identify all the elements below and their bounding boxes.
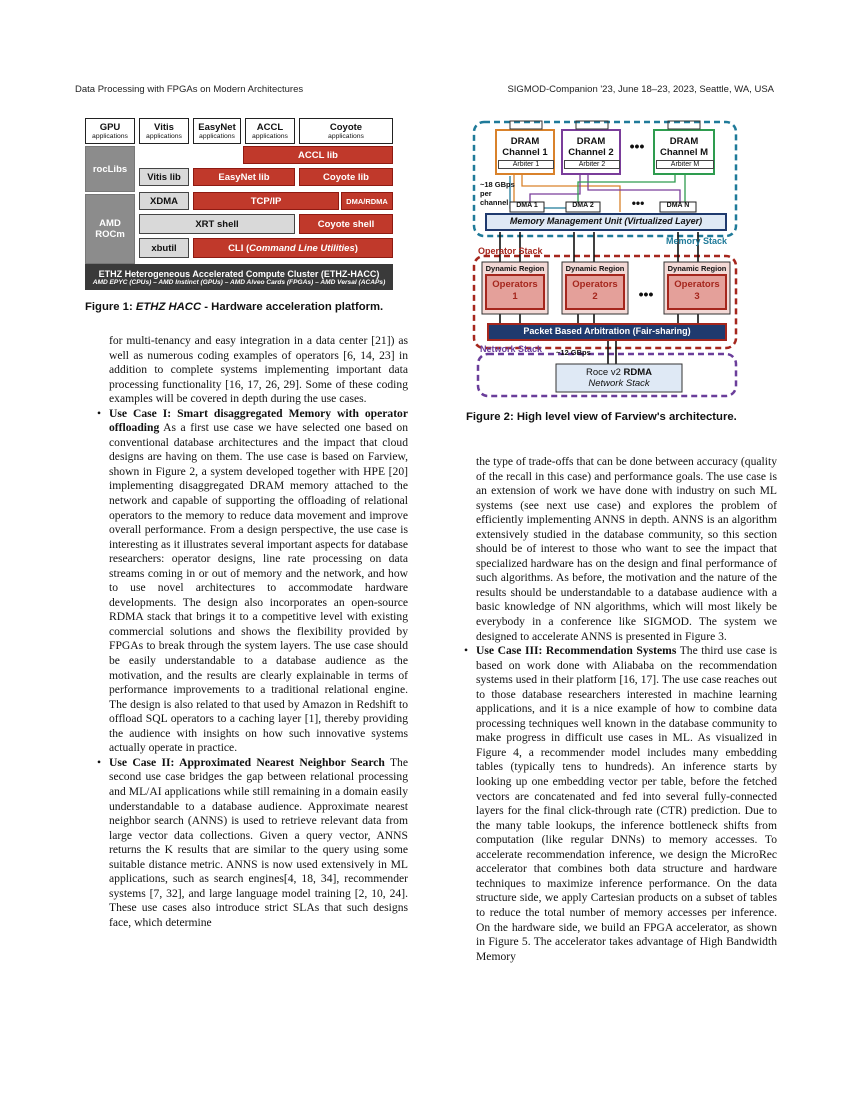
easynet-apps-sub: applications <box>199 133 235 140</box>
tcpip-box: TCP/IP <box>193 192 339 210</box>
operators-1-box <box>485 274 545 310</box>
accl-apps-sub: applications <box>252 133 288 140</box>
use-case-1-title: Use Case I: Smart disaggregated Memory w… <box>109 406 408 435</box>
vitis-lib-box: Vitis lib <box>139 168 189 186</box>
use-case-3-title: Use Case III: Recommendation Systems <box>476 644 677 658</box>
cli-box: CLI (Command Line Utilities) <box>193 238 393 258</box>
use-case-3: • Use Case III: Recommendation Systems Th… <box>464 644 777 964</box>
vitis-apps-sub: applications <box>146 133 182 140</box>
accl-apps-label: ACCL <box>256 122 284 133</box>
coyote-lib-box: Coyote lib <box>299 168 393 186</box>
network-bandwidth-label: ~12 GBps <box>556 348 591 357</box>
xbutil-box: xbutil <box>139 238 189 258</box>
arbiterm-label: Arbiter M <box>656 160 714 169</box>
operators-3-box <box>667 274 727 310</box>
dynamic-region-3-label: Dynamic Region <box>667 264 727 273</box>
bullet-icon: • <box>97 406 102 420</box>
coyote-shell-box: Coyote shell <box>299 214 393 234</box>
vitis-apps-label: Vitis <box>154 122 174 133</box>
dynamic-region-1-label: Dynamic Region <box>485 264 545 273</box>
operator-stack-label: Operator Stack <box>478 246 543 256</box>
operators-2-box <box>565 274 625 310</box>
xdma-box: XDMA <box>139 192 189 210</box>
paragraph-intro: for multi-tenancy and easy integration i… <box>109 334 408 406</box>
deman-box <box>659 201 697 213</box>
use-case-2-body: The second use case bridges the gap betw… <box>109 755 409 929</box>
gpu-apps-label: GPU <box>99 122 121 133</box>
memory-stack-outline <box>472 120 738 238</box>
gpu-apps-sub: applications <box>92 133 128 140</box>
dram-ellipsis: ••• <box>629 138 645 154</box>
deman-label: DMA N <box>666 202 690 209</box>
bullet-icon: • <box>97 755 102 769</box>
memory-stack-label: Memory Stack <box>666 236 728 246</box>
use-case-2-title: Use Case II: Approximated Nearest Neighb… <box>109 755 385 769</box>
easynet-apps-label: EasyNet <box>198 122 236 133</box>
cli-italic: Command Line Utilities <box>249 242 355 254</box>
cluster-sub: AMD EPYC (CPUs) – AMD Instinct (GPUs) – … <box>92 278 386 286</box>
cluster-box: ETHZ Heterogeneous Accelerated Compute C… <box>85 264 393 290</box>
mmu-region-arrows <box>499 232 699 368</box>
figure-2-caption: Figure 2: High level view of Farview's a… <box>466 411 737 423</box>
dma1-label: DMA 1 <box>516 202 538 209</box>
running-header-left: Data Processing with FPGAs on Modern Arc… <box>75 84 304 95</box>
dram-chip-icons <box>509 120 701 130</box>
cli-close: ) <box>354 242 358 254</box>
use-case-3-body: The third use case is based on work done… <box>476 644 777 963</box>
cli-label: CLI ( <box>228 242 250 254</box>
dma2-label: DMA 2 <box>572 202 594 209</box>
coyote-apps-sub: applications <box>328 133 364 140</box>
dma2-box <box>565 201 601 213</box>
left-column: for multi-tenancy and easy integration i… <box>97 334 409 931</box>
use-case-1-body: As a first use case we have selected one… <box>109 421 408 755</box>
operator-stack-outline <box>472 254 738 350</box>
roclibs-box: rocLibs <box>85 146 135 192</box>
running-header-right: SIGMOD-Companion '23, June 18–23, 2023, … <box>507 84 774 95</box>
bullet-icon: • <box>464 644 469 658</box>
arbiter2-label: Arbiter 2 <box>564 160 620 169</box>
dynamic-region-2-label: Dynamic Region <box>565 264 625 273</box>
farview-diagram-graphics <box>472 120 738 398</box>
figure-1-caption: Figure 1: ETHZ HACC - Hardware accelerat… <box>85 301 384 313</box>
arbiter1-label: Arbiter 1 <box>498 160 554 169</box>
mmu-box <box>485 213 727 231</box>
dma-ellipsis: ••• <box>631 196 645 210</box>
dma-rdma-box: DMA/RDMA <box>341 192 393 210</box>
paragraph-anns-continued: the type of trade-offs that can be done … <box>476 455 777 643</box>
network-stack-label: Network Stack <box>480 344 543 354</box>
network-stack-outline <box>476 352 738 398</box>
xrt-shell-box: XRT shell <box>139 214 295 234</box>
use-case-1: • Use Case I: Smart disaggregated Memory … <box>97 406 408 756</box>
mmu-label: Memory Management Unit (Virtualized Laye… <box>509 216 703 226</box>
arbitration-label: Packet Based Arbitration (Fair-sharing) <box>523 326 691 336</box>
easynet-lib-box: EasyNet lib <box>193 168 295 186</box>
accl-lib-box: ACCL lib <box>243 146 393 164</box>
right-column: the type of trade-offs that can be done … <box>464 455 777 964</box>
rocm-label: ROCm <box>95 229 125 240</box>
region-ellipsis: ••• <box>638 286 654 302</box>
use-case-2: • Use Case II: Approximated Nearest Neigh… <box>97 755 409 931</box>
roce-box <box>555 363 683 393</box>
arbitration-box <box>487 323 727 341</box>
amd-label: AMD <box>99 218 121 229</box>
coyote-apps-label: Coyote <box>329 122 363 133</box>
dma1-box <box>509 201 545 213</box>
cluster-title: ETHZ Heterogeneous Accelerated Compute C… <box>98 268 380 279</box>
